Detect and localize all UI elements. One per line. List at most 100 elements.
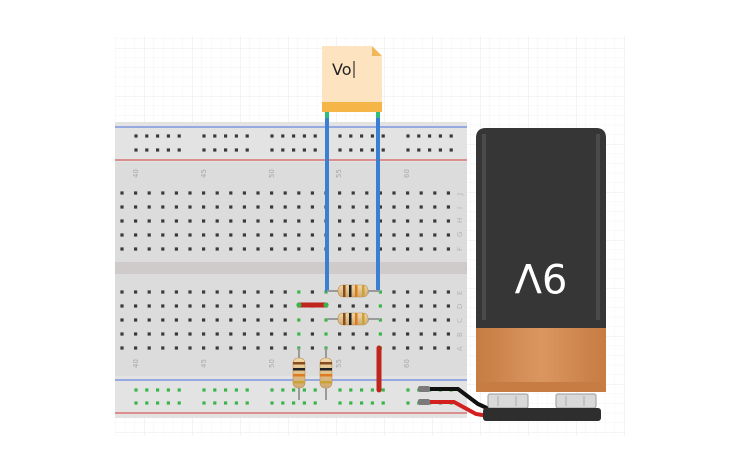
breadboard-hole[interactable] (242, 205, 246, 209)
breadboard-hole[interactable] (229, 318, 233, 322)
breadboard-hole[interactable] (283, 205, 287, 209)
breadboard-hole[interactable] (161, 205, 165, 209)
breadboard-hole[interactable] (433, 332, 437, 336)
breadboard-hole[interactable] (202, 290, 206, 294)
breadboard-hole[interactable] (213, 134, 217, 138)
breadboard-hole[interactable] (215, 332, 219, 336)
breadboard-hole[interactable] (433, 191, 437, 195)
breadboard-hole[interactable] (302, 388, 306, 392)
breadboard-hole[interactable] (281, 134, 285, 138)
breadboard-hole[interactable] (166, 388, 170, 392)
breadboard-hole[interactable] (134, 290, 138, 294)
breadboard-hole[interactable] (215, 233, 219, 237)
breadboard-hole[interactable] (270, 219, 274, 223)
breadboard-hole[interactable] (378, 205, 382, 209)
breadboard-hole[interactable] (188, 304, 192, 308)
breadboard-hole[interactable] (417, 148, 421, 152)
breadboard-hole[interactable] (433, 233, 437, 237)
breadboard-hole[interactable] (120, 219, 124, 223)
breadboard-hole[interactable] (438, 148, 442, 152)
breadboard-hole[interactable] (297, 233, 301, 237)
breadboard-hole[interactable] (145, 134, 149, 138)
breadboard-hole[interactable] (134, 346, 138, 350)
breadboard-hole[interactable] (381, 401, 385, 405)
breadboard-hole[interactable] (202, 318, 206, 322)
breadboard-hole[interactable] (161, 233, 165, 237)
breadboard-hole[interactable] (156, 148, 160, 152)
breadboard-hole[interactable] (338, 233, 342, 237)
resistor-r3[interactable] (292, 348, 306, 400)
breadboard-hole[interactable] (188, 233, 192, 237)
breadboard-hole[interactable] (174, 290, 178, 294)
breadboard-hole[interactable] (242, 247, 246, 251)
breadboard-hole[interactable] (256, 332, 260, 336)
breadboard-hole[interactable] (310, 346, 314, 350)
breadboard-hole[interactable] (256, 346, 260, 350)
breadboard-hole[interactable] (419, 219, 423, 223)
breadboard-hole[interactable] (134, 332, 138, 336)
breadboard-hole[interactable] (378, 332, 382, 336)
breadboard-hole[interactable] (120, 332, 124, 336)
breadboard-hole[interactable] (215, 318, 219, 322)
resistor-r4[interactable] (319, 348, 333, 400)
breadboard-hole[interactable] (202, 219, 206, 223)
breadboard-hole[interactable] (378, 304, 382, 308)
breadboard-hole[interactable] (392, 332, 396, 336)
breadboard-hole[interactable] (147, 346, 151, 350)
breadboard-hole[interactable] (224, 401, 228, 405)
breadboard-hole[interactable] (213, 148, 217, 152)
breadboard-hole[interactable] (360, 148, 364, 152)
breadboard-hole[interactable] (270, 134, 274, 138)
breadboard-hole[interactable] (234, 148, 238, 152)
battery-9v[interactable]: 9V (476, 128, 606, 421)
breadboard-hole[interactable] (392, 346, 396, 350)
breadboard-hole[interactable] (302, 401, 306, 405)
breadboard-hole[interactable] (229, 233, 233, 237)
breadboard-hole[interactable] (360, 388, 364, 392)
breadboard-hole[interactable] (147, 219, 151, 223)
breadboard-hole[interactable] (134, 205, 138, 209)
breadboard-hole[interactable] (229, 346, 233, 350)
bottom-power-rail[interactable] (115, 376, 467, 418)
breadboard-hole[interactable] (349, 388, 353, 392)
breadboard-hole[interactable] (406, 304, 410, 308)
breadboard-hole[interactable] (365, 219, 369, 223)
breadboard-hole[interactable] (256, 219, 260, 223)
breadboard-hole[interactable] (174, 191, 178, 195)
breadboard-hole[interactable] (446, 304, 450, 308)
breadboard-hole[interactable] (270, 233, 274, 237)
breadboard-hole[interactable] (145, 388, 149, 392)
breadboard-hole[interactable] (433, 304, 437, 308)
breadboard-hole[interactable] (338, 148, 342, 152)
breadboard-hole[interactable] (242, 304, 246, 308)
breadboard-hole[interactable] (202, 401, 206, 405)
breadboard-hole[interactable] (202, 247, 206, 251)
breadboard-hole[interactable] (147, 332, 151, 336)
breadboard-hole[interactable] (381, 148, 385, 152)
breadboard-hole[interactable] (202, 346, 206, 350)
breadboard-hole[interactable] (256, 233, 260, 237)
breadboard-hole[interactable] (392, 318, 396, 322)
breadboard-hole[interactable] (283, 191, 287, 195)
breadboard-hole[interactable] (256, 191, 260, 195)
breadboard-hole[interactable] (161, 346, 165, 350)
breadboard-hole[interactable] (365, 191, 369, 195)
breadboard-hole[interactable] (134, 233, 138, 237)
breadboard-hole[interactable] (256, 247, 260, 251)
breadboard-hole[interactable] (406, 148, 410, 152)
breadboard-hole[interactable] (229, 219, 233, 223)
breadboard-hole[interactable] (446, 233, 450, 237)
breadboard-hole[interactable] (161, 304, 165, 308)
breadboard-hole[interactable] (256, 318, 260, 322)
top-power-rail[interactable] (115, 122, 467, 162)
breadboard-hole[interactable] (215, 219, 219, 223)
breadboard-hole[interactable] (161, 191, 165, 195)
breadboard-hole[interactable] (446, 332, 450, 336)
breadboard-hole[interactable] (406, 233, 410, 237)
breadboard-hole[interactable] (270, 148, 274, 152)
breadboard-hole[interactable] (256, 304, 260, 308)
breadboard-hole[interactable] (302, 148, 306, 152)
breadboard-hole[interactable] (134, 318, 138, 322)
breadboard-hole[interactable] (292, 401, 296, 405)
breadboard-hole[interactable] (392, 205, 396, 209)
